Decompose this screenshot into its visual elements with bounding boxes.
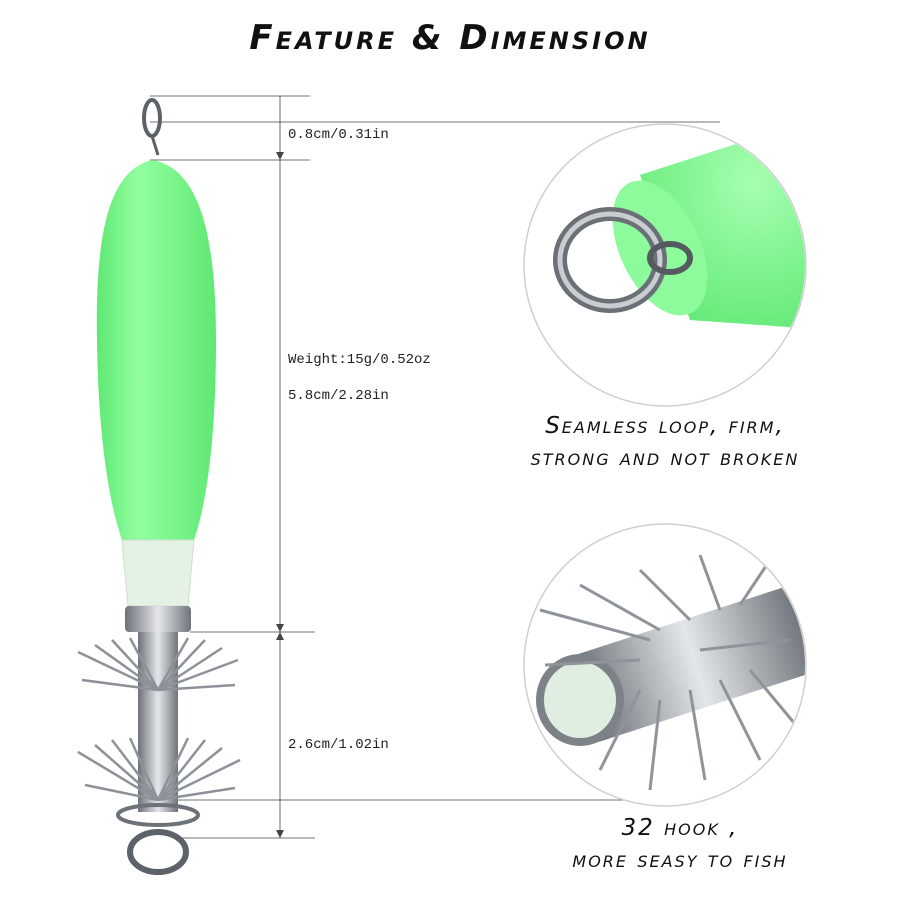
weight-label: Weight:15g/0.52oz xyxy=(288,352,431,368)
body-length-dimension: 5.8cm/2.28in xyxy=(288,388,389,404)
loop-caption-line1: Seamless loop, firm, xyxy=(545,413,785,439)
top-ring xyxy=(142,98,162,156)
glow-tip xyxy=(121,539,195,607)
loop-caption: Seamless loop, firm, strong and not brok… xyxy=(450,410,880,474)
hook-caption-line2: more seasy to fish xyxy=(572,847,788,873)
hook-caption: 32 hook , more seasy to fish xyxy=(480,812,880,876)
metal-collar xyxy=(125,606,191,632)
squid-hooks xyxy=(77,632,241,827)
hook-caption-line1: 32 hook , xyxy=(621,815,739,841)
bottom-ring xyxy=(127,829,189,875)
zoom-circle-loop xyxy=(523,123,807,407)
loop-caption-line2: strong and not broken xyxy=(530,445,800,471)
lure-body xyxy=(96,160,216,540)
hook-ring-dimension: 0.8cm/0.31in xyxy=(288,127,389,143)
page-title: Feature & Dimension xyxy=(249,18,651,58)
dimension-lines xyxy=(150,95,720,839)
hook-length-dimension: 2.6cm/1.02in xyxy=(288,737,389,753)
zoom-circle-hooks xyxy=(523,523,807,807)
